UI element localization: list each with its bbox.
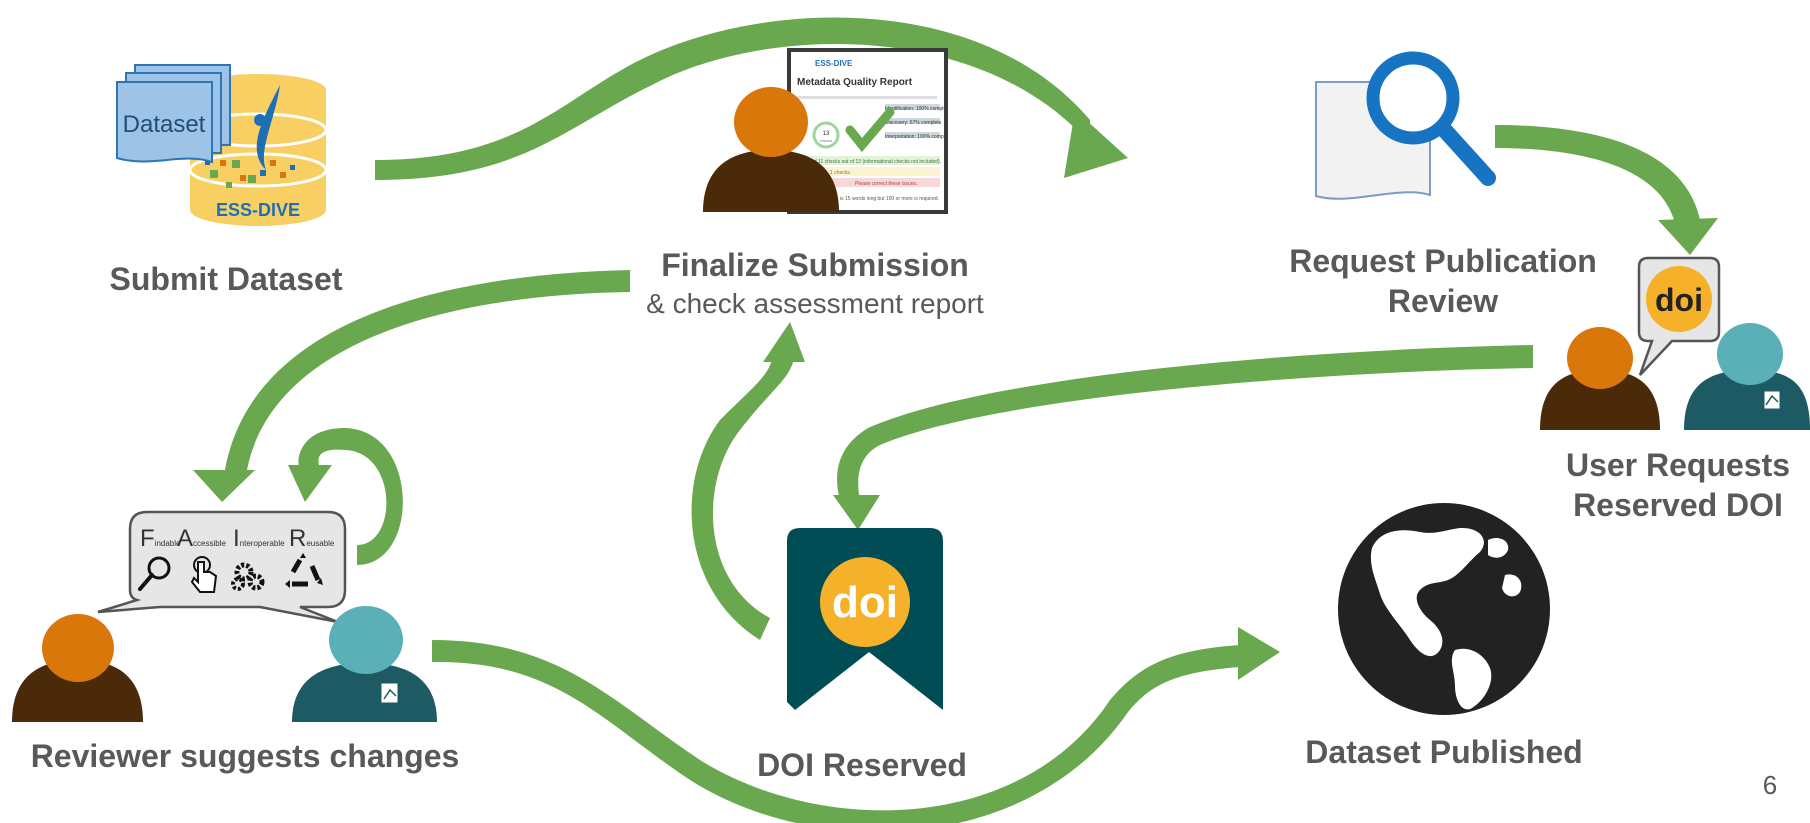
doi-reserved-node: doi DOI Reserved <box>757 528 967 783</box>
submit-dataset-label: Submit Dataset <box>110 261 343 297</box>
arrow-reviewer-self-loop <box>298 428 403 565</box>
svg-text:Passed 11 checks out of 13 (in: Passed 11 checks out of 13 (informationa… <box>800 159 941 165</box>
svg-text:Discovery: 67% complete: Discovery: 67% complete <box>885 120 942 126</box>
recycle-icon <box>285 553 323 588</box>
fair-interoperable: Interoperable <box>233 525 285 552</box>
reviewer-person-icon <box>292 606 437 722</box>
user-person-icon <box>703 87 839 212</box>
svg-text:Reusable: Reusable <box>289 525 335 552</box>
doi-reserved-label: DOI Reserved <box>757 747 967 783</box>
arrowhead-reviewer-self-loop <box>288 465 332 502</box>
svg-text:is 15 words long but 100 or mo: is 15 words long but 100 or more is requ… <box>840 196 939 202</box>
ess-dive-logo-text: ESS-DIVE <box>216 200 300 220</box>
arrowhead-request-review-to-user-requests <box>1658 218 1718 255</box>
arrows <box>193 17 1718 823</box>
doi-speech-bubble: doi <box>1637 256 1721 376</box>
fair-reusable: Reusable <box>289 525 335 552</box>
arrowhead-finalize-to-reviewer <box>193 470 255 502</box>
gears-icon <box>231 562 265 591</box>
svg-text:13: 13 <box>823 131 830 137</box>
doi-badge-icon <box>1646 266 1712 332</box>
request-review-label-line2: Review <box>1388 283 1498 319</box>
arrowhead-user-requests-to-doi-reserved <box>833 495 880 530</box>
search-icon <box>138 556 171 591</box>
arrow-reviewer-to-published <box>432 640 1240 823</box>
svg-text:Accessible: Accessible <box>177 525 226 552</box>
arrow-request-review-to-user-requests <box>1495 125 1700 228</box>
reviewer-node: Findable Accessible Interoperable Reusab… <box>12 510 460 774</box>
user-person-icon <box>12 614 143 722</box>
submit-dataset-node: ESS-DIVE Dataset Submit Dataset <box>110 64 343 297</box>
pointer-hand-icon <box>190 556 218 593</box>
arrowhead-doi-reserved-to-finalize <box>763 322 805 362</box>
finalize-submission-sublabel: & check assessment report <box>646 288 984 319</box>
dataset-icon-text: Dataset <box>123 111 206 138</box>
reviewer-label: Reviewer suggests changes <box>31 738 460 774</box>
arrow-finalize-to-reviewer <box>225 270 630 470</box>
request-review-label-line1: Request Publication <box>1289 243 1597 279</box>
finalize-submission-node: ESS-DIVE Metadata Quality Report 13 chec… <box>646 48 984 319</box>
arrowhead-submit-to-request-review <box>1064 110 1128 178</box>
finalize-submission-label: Finalize Submission <box>661 247 969 283</box>
report-title: Metadata Quality Report <box>797 77 913 88</box>
arrow-doi-reserved-to-finalize <box>691 355 795 640</box>
dataset-published-node: Dataset Published <box>1305 503 1583 770</box>
request-review-node: Request Publication Review <box>1289 51 1597 319</box>
user-requests-label-line1: User Requests <box>1566 447 1790 483</box>
fair-findable: Findable <box>140 525 181 552</box>
svg-text:Findable: Findable <box>140 525 181 552</box>
doi-badge-text: doi <box>832 578 898 627</box>
arrow-user-requests-to-doi-reserved <box>837 345 1533 500</box>
doi-badge-icon <box>820 557 910 647</box>
svg-text:ESS-DIVE: ESS-DIVE <box>815 59 853 68</box>
svg-text:Interoperable: Interoperable <box>233 525 285 552</box>
page-number: 6 <box>1763 770 1777 800</box>
data-manager-person-icon <box>1684 323 1810 430</box>
svg-text:1 checks.: 1 checks. <box>830 170 851 176</box>
dataset-published-label: Dataset Published <box>1305 734 1582 770</box>
fair-accessible: Accessible <box>177 525 226 552</box>
fair-speech-bubble: Findable Accessible Interoperable Reusab… <box>97 510 347 624</box>
user-requests-label-line2: Reserved DOI <box>1573 487 1783 523</box>
svg-text:checks: checks <box>820 138 832 143</box>
globe-icon <box>1338 503 1550 715</box>
user-requests-doi-node: doi User Requests Reserved DOI <box>1540 256 1810 523</box>
check-mark-icon <box>845 107 895 153</box>
user-person-icon <box>1540 327 1660 430</box>
arrowhead-reviewer-to-published <box>1238 627 1280 680</box>
dataset-documents-icon: Dataset <box>116 64 231 164</box>
magnifier-icon <box>1366 51 1496 186</box>
svg-text:Interpretation: 100% complete: Interpretation: 100% complete <box>885 134 952 140</box>
doi-badge-text: doi <box>1655 282 1703 318</box>
svg-text:Please correct these issues.: Please correct these issues. <box>855 181 918 187</box>
arrow-submit-to-request-review <box>375 17 1090 181</box>
svg-text:Identification: 100% complete: Identification: 100% complete <box>885 106 951 112</box>
